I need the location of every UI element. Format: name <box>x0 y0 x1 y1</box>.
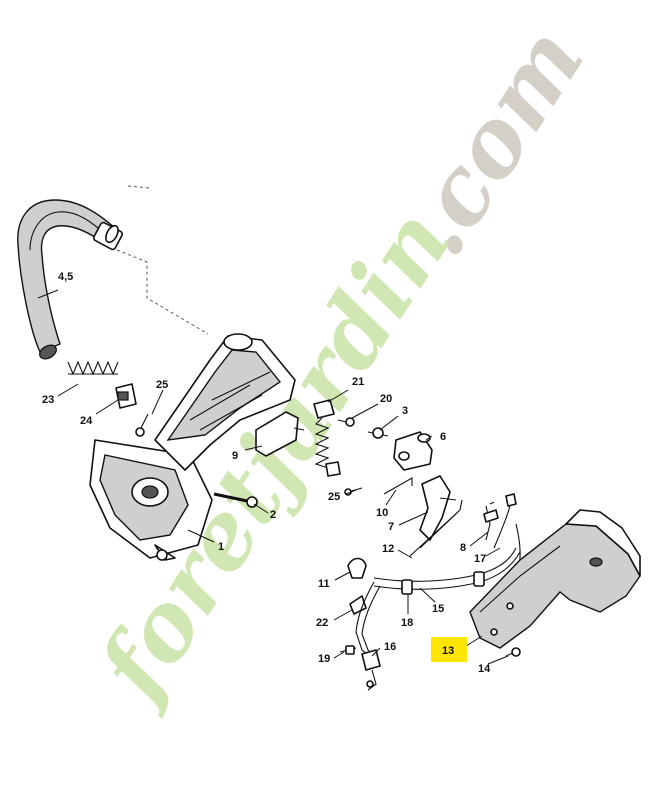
label-16: 16 <box>384 641 396 653</box>
cover-9 <box>255 411 305 457</box>
handle-cover-13 <box>469 509 641 649</box>
clip-11 <box>347 557 367 579</box>
spring-21 <box>313 399 341 477</box>
label-7: 7 <box>388 521 394 533</box>
label-22: 22 <box>316 617 328 629</box>
label-23: 23 <box>42 394 54 406</box>
switch-6 <box>393 431 433 471</box>
label-19: 19 <box>318 653 330 665</box>
spring-23 <box>67 360 119 376</box>
label-13: 13 <box>442 645 454 657</box>
housing-1 <box>89 439 213 561</box>
contact-8 <box>483 501 499 541</box>
bracket-22 <box>349 595 367 615</box>
handle-bar <box>17 199 124 360</box>
trigger-7 <box>419 475 457 541</box>
label-21: 21 <box>352 376 364 388</box>
leader-lines <box>37 289 509 665</box>
label-14: 14 <box>478 663 491 675</box>
label-25-left: 25 <box>156 379 168 391</box>
rear-handle-bracket <box>154 333 296 471</box>
watermark-tld: .com <box>380 8 605 274</box>
label-2: 2 <box>270 509 276 521</box>
label-25-right: 25 <box>328 491 340 503</box>
rod-10 <box>383 477 413 495</box>
assembly-guide-line <box>116 249 209 335</box>
screw-14 <box>505 647 521 657</box>
assembly-guide-line-2 <box>127 185 151 189</box>
connector-17 <box>493 493 517 549</box>
label-24: 24 <box>80 415 93 427</box>
screw-19 <box>339 645 357 655</box>
highlight-box-13 <box>431 637 467 662</box>
label-1: 1 <box>218 541 224 553</box>
grommet-18 <box>401 579 413 595</box>
label-8: 8 <box>460 542 466 554</box>
label-12: 12 <box>382 543 394 555</box>
label-3: 3 <box>402 405 408 417</box>
cable-harness-15 <box>355 523 521 661</box>
label-17: 17 <box>474 553 486 565</box>
label-10: 10 <box>376 507 388 519</box>
screw-3 <box>367 427 389 439</box>
screw-20 <box>337 417 355 427</box>
part-labels: 4,5 23 24 25 9 1 2 21 20 3 6 25 10 7 12 … <box>42 271 491 675</box>
label-4-5: 4,5 <box>58 271 73 283</box>
label-20: 20 <box>380 393 392 405</box>
buffer-24 <box>115 383 137 409</box>
throttle-rod-12 <box>409 499 463 557</box>
label-6: 6 <box>440 431 446 443</box>
label-11: 11 <box>318 578 330 590</box>
label-9: 9 <box>232 450 238 462</box>
screw-25-left <box>135 413 149 437</box>
connector-16 <box>361 649 381 691</box>
label-18: 18 <box>401 617 413 629</box>
label-15: 15 <box>432 603 444 615</box>
